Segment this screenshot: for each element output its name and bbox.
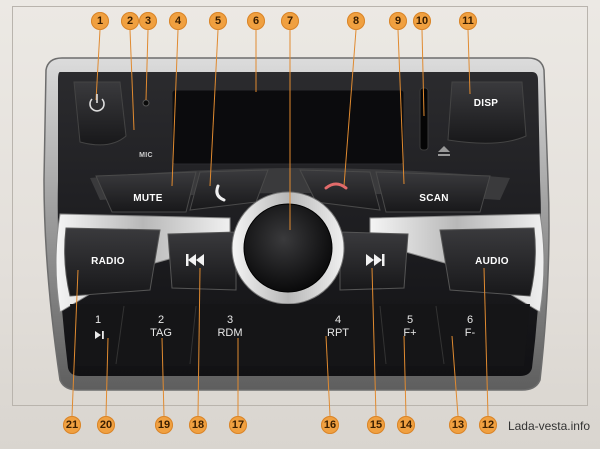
callout-3: 3 [139,12,157,30]
display-window [171,89,405,165]
callout-5: 5 [209,12,227,30]
callout-leaders [71,29,489,417]
scan-button-shape [375,171,491,213]
preset-3-button[interactable]: 3 RDM [212,314,248,340]
previous-track-icon [186,254,204,266]
preset-4-label: RPT [327,327,349,339]
preset-3-label: RDM [217,327,243,339]
preset-4-number: 4 [334,314,342,326]
callout-2: 2 [121,12,139,30]
audio-button[interactable]: AUDIO [475,256,509,267]
preset-6-number: 6 [466,314,474,326]
radio-button-shape [64,227,161,297]
preset-2-button[interactable]: 2 TAG [146,314,176,340]
callout-19: 19 [155,416,173,434]
mic-label: MIC [139,152,153,159]
preset-1-button[interactable]: 1 [86,314,110,340]
power-button-shape [73,81,127,146]
callout-18: 18 [189,416,207,434]
scan-button[interactable]: SCAN [419,193,449,204]
preset-5-number: 5 [406,314,414,326]
page-frame [12,6,588,406]
mute-button[interactable]: MUTE [133,193,163,204]
callout-16: 16 [321,416,339,434]
disp-button-shape [447,81,527,144]
preset-5-button[interactable]: 5 F+ [396,314,424,340]
preset-2-number: 2 [157,314,165,326]
preset-5-label: F+ [403,327,417,339]
callout-7: 7 [281,12,299,30]
preset-6-label: F- [464,327,476,339]
preset-2-label: TAG [150,327,172,339]
callout-20: 20 [97,416,115,434]
callout-6: 6 [247,12,265,30]
cd-slot [419,87,429,151]
callout-4: 4 [169,12,187,30]
callout-15: 15 [367,416,385,434]
phone-hangup-icon [324,182,348,190]
play-pause-icon [95,331,104,339]
callout-17: 17 [229,416,247,434]
mute-button-shape [95,171,197,213]
preset-4-button[interactable]: 4 RPT [322,314,354,340]
watermark: Lada-vesta.info [507,419,590,433]
callout-13: 13 [449,416,467,434]
callout-1: 1 [91,12,109,30]
preset-1-number: 1 [94,314,102,326]
callout-10: 10 [413,12,431,30]
radio-button[interactable]: RADIO [91,256,125,267]
power-icon [89,94,105,112]
phone-answer-icon [215,184,226,202]
audio-button-shape [439,227,536,297]
preset-1-label [86,327,110,340]
callout-14: 14 [397,416,415,434]
preset-3-number: 3 [226,314,234,326]
callout-9: 9 [389,12,407,30]
hangup-button-shape [299,169,381,211]
eject-icon [438,146,450,156]
callout-11: 11 [459,12,477,30]
preset-strip [70,304,530,366]
volume-knob [243,203,333,293]
callout-12: 12 [479,416,497,434]
callout-21: 21 [63,416,81,434]
preset-6-button[interactable]: 6 F- [456,314,484,340]
next-track-icon [366,254,385,266]
disp-button[interactable]: DISP [473,98,499,109]
callout-8: 8 [347,12,365,30]
